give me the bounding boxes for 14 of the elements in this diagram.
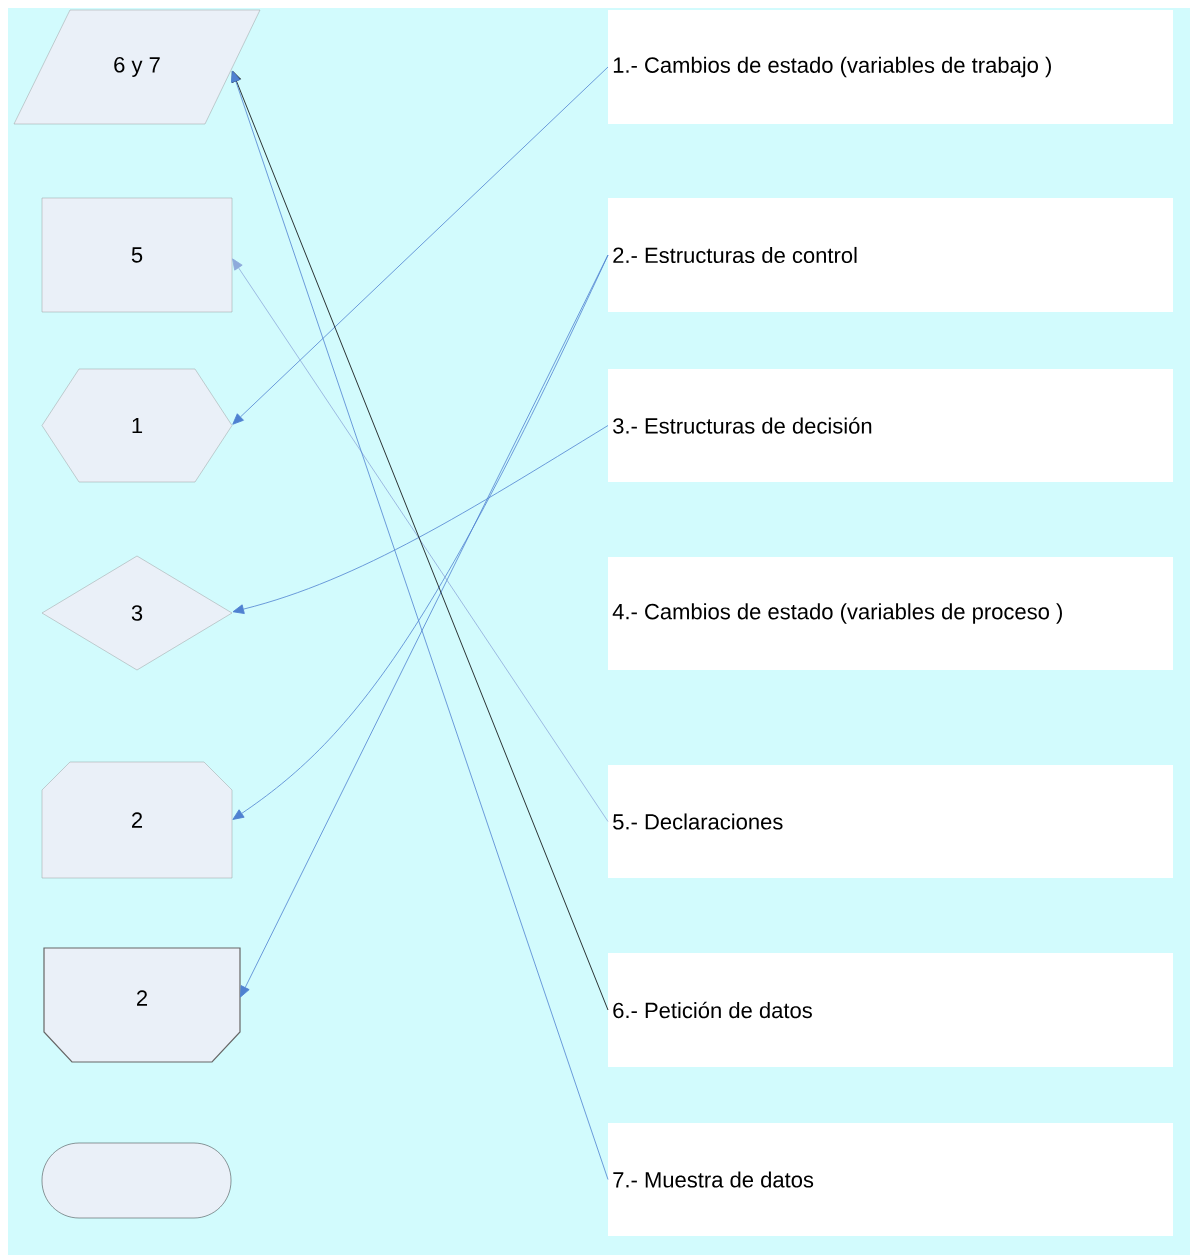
text-box: 7.- Muestra de datos bbox=[608, 1123, 1173, 1236]
rounded-terminal-shape bbox=[41, 1142, 232, 1219]
arrow bbox=[240, 254, 609, 998]
arrow bbox=[232, 425, 609, 614]
text-box: 1.- Cambios de estado (variables de trabajo ) bbox=[608, 10, 1173, 124]
text-box: 4.- Cambios de estado (variables de proceso ) bbox=[608, 557, 1173, 670]
text-box: 5.- Declaraciones bbox=[608, 765, 1173, 878]
text-box: 2.- Estructuras de control bbox=[608, 198, 1173, 312]
arrow bbox=[231, 70, 609, 1180]
node-label: 1.- Cambios de estado (variables de trabajo ) bbox=[613, 56, 1051, 78]
text-box: 3.- Estructuras de decisión bbox=[608, 369, 1173, 482]
arrow bbox=[231, 70, 609, 1011]
text-box: 6.- Petición de datos bbox=[608, 953, 1173, 1067]
arrow bbox=[232, 66, 609, 425]
